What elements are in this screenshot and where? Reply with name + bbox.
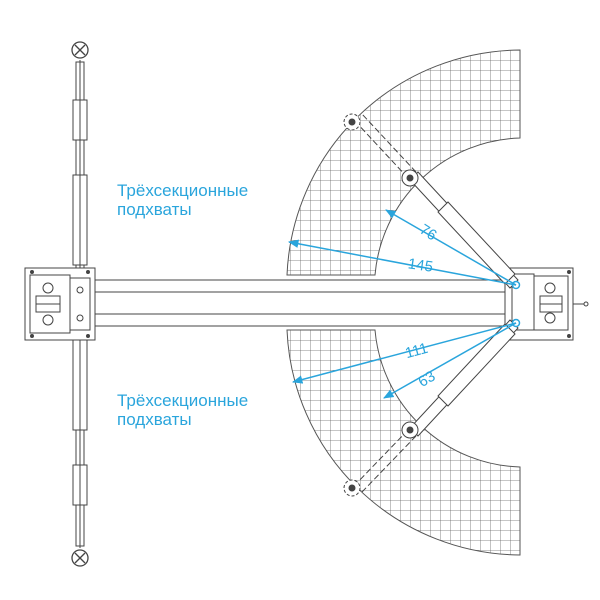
arms-label-bottom-line1: Трёхсекционные (117, 391, 249, 410)
dim-label-upper-short: 76 (416, 221, 439, 244)
arms-label-top: Трёхсекционные подхваты (117, 181, 248, 219)
arms-label-top-line2: подхваты (117, 200, 192, 219)
dim-line-lower-long (291, 322, 517, 384)
arms-label-bottom: Трёхсекционные подхваты (117, 391, 248, 429)
arms-label-bottom-line2: подхваты (117, 410, 192, 429)
main-beam (87, 279, 509, 327)
lower-swing-area (286, 329, 521, 556)
dim-line-upper-long (287, 239, 517, 286)
upper-swing-arm (343, 113, 519, 289)
dim-line-upper-short (385, 209, 517, 286)
crossed-circle-icon (71, 549, 89, 567)
arms-label-top-line1: Трёхсекционные (117, 181, 249, 200)
dim-label-lower-long: 111 (403, 340, 429, 362)
left-vertical-arm (72, 60, 88, 548)
left-column-base (24, 267, 96, 341)
dim-line-lower-short (383, 322, 517, 399)
upper-swing-area (286, 49, 521, 276)
dim-label-lower-short: 63 (415, 368, 438, 391)
lower-swing-arm (343, 319, 519, 497)
dim-label-upper-long: 145 (407, 255, 434, 275)
crossed-circle-icon (71, 41, 89, 59)
